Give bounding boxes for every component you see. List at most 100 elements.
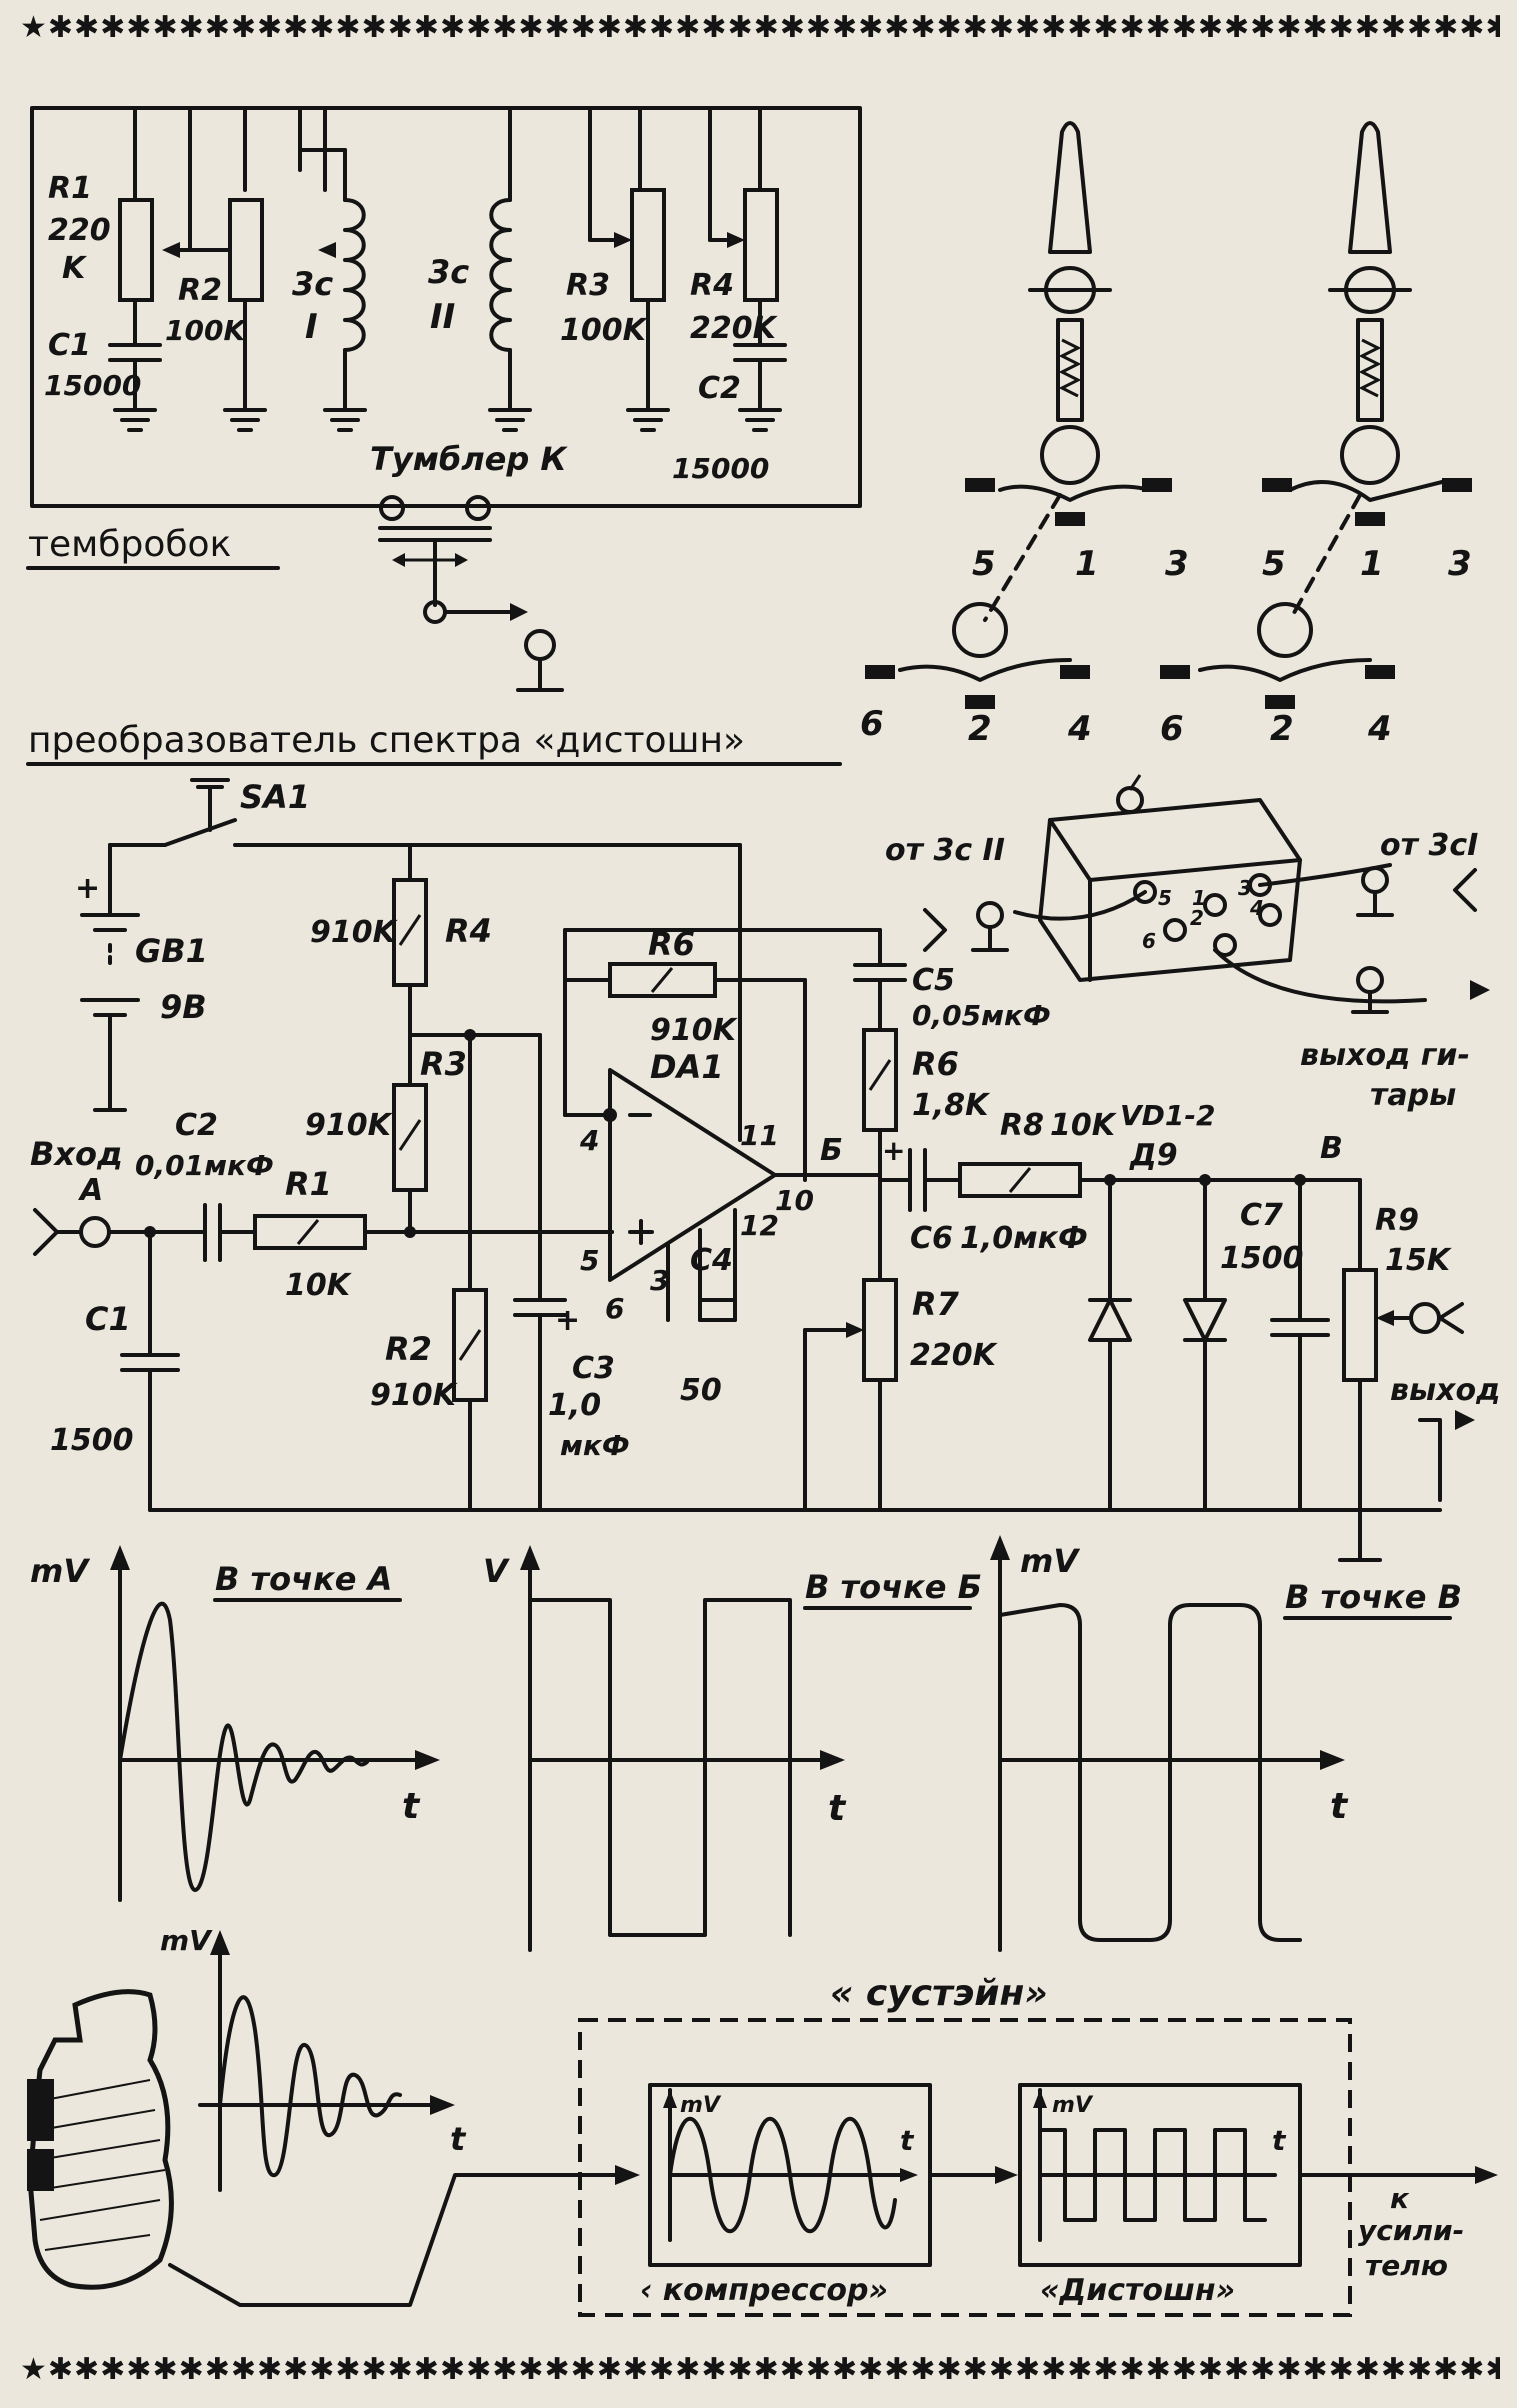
distortion-t: t xyxy=(1272,2124,1287,2157)
dist-c6: C6 xyxy=(910,1221,953,1256)
guitar-icon xyxy=(27,1989,174,2290)
guitar-waveform-axis: mV xyxy=(160,1924,213,1957)
waveform-v-t: t xyxy=(1330,1786,1349,1827)
waveform-v-trace xyxy=(998,1603,1302,1942)
sustain-box xyxy=(578,2018,1352,2317)
toggle-a-pin-2: 2 xyxy=(968,709,992,749)
compressor-t: t xyxy=(900,2124,915,2157)
dist-c3-val2: мкФ xyxy=(560,1429,630,1462)
dist-r1 xyxy=(253,1214,367,1250)
tb-r2 xyxy=(228,198,264,302)
dist-c6-val: 1,0мкФ xyxy=(960,1221,1088,1256)
tb-pickup1-coil xyxy=(343,198,366,352)
waveform-b-axis: V xyxy=(483,1552,510,1590)
dist-input: Вход xyxy=(30,1135,123,1173)
dist-c5-val: 0,05мкФ xyxy=(912,999,1051,1032)
waveform-b-trace xyxy=(528,1598,792,1937)
toggle-a-pin-1: 1 xyxy=(1075,544,1099,584)
dist-input-pt: А xyxy=(78,1173,103,1208)
dist-pt-b: Б xyxy=(820,1133,843,1168)
dist-r9-val: 15K xyxy=(1385,1243,1453,1278)
tb-r1 xyxy=(118,198,154,302)
tb-r1-val1: 220 xyxy=(48,213,111,248)
waveform-a-trace xyxy=(118,1601,369,1892)
distortion-waveform xyxy=(1038,2128,1267,2222)
dist-r6-val: 910K xyxy=(650,1013,739,1048)
dist-r6b-val: 1,8K xyxy=(912,1088,991,1123)
distortion-label: «Дистошн» xyxy=(1040,2273,1235,2308)
tb-r4-label: R4 xyxy=(690,268,734,303)
dist-gb1: GB1 xyxy=(135,932,208,970)
tb-r3-val: 100K xyxy=(560,313,649,348)
dist-sw-pin-5: 5 xyxy=(1158,886,1172,910)
dist-from-pickup1: от 3сI xyxy=(1380,828,1478,863)
dist-sw-pin-4: 4 xyxy=(1249,896,1264,920)
waveform-a xyxy=(110,1545,440,1902)
dist-pt-v: В xyxy=(1320,1131,1343,1166)
dist-vd-type: Д9 xyxy=(1129,1138,1178,1173)
dist-r1: R1 xyxy=(285,1165,332,1203)
compressor-label: ‹ компрессор» xyxy=(640,2273,888,2308)
dist-diode-2 xyxy=(1183,1298,1227,1342)
toggle-a-pin-5: 5 xyxy=(972,544,996,584)
tb-ground-5 xyxy=(626,408,670,432)
dist-r7: R7 xyxy=(912,1285,960,1323)
tone-block: R1 220 K C1 15000 R2 100K 3c I 3c II R3 … xyxy=(30,106,862,692)
dist-c4: C4 xyxy=(690,1243,733,1278)
waveform-v xyxy=(990,1535,1345,1952)
waveform-v-axis: mV xyxy=(1020,1542,1080,1580)
dist-r8: R8 xyxy=(1000,1108,1044,1143)
dist-pin6: 6 xyxy=(605,1292,624,1325)
waveform-a-axis: mV xyxy=(30,1552,90,1590)
dist-gb1-val: 9B xyxy=(160,988,207,1026)
tb-output-jack xyxy=(524,629,556,661)
tb-r4-val: 220K xyxy=(690,311,779,346)
toggle-a-pin-4: 4 xyxy=(1067,709,1092,749)
tb-pickup2-coil xyxy=(489,198,512,352)
guitar-body-hatch xyxy=(27,2079,166,2251)
bottom-star-text: ★✱✱✱✱✱✱✱✱✱✱✱✱✱✱✱✱✱✱✱✱✱✱✱✱✱✱✱✱✱✱✱✱✱✱✱✱✱✱✱… xyxy=(20,2352,1500,2387)
dist-r3-label: R3 xyxy=(420,1045,467,1083)
tb-switch-label: Тумблер К xyxy=(370,440,568,478)
toggle-b-pin-4: 4 xyxy=(1367,709,1392,749)
tb-r2-label: R2 xyxy=(178,273,222,308)
tb-r1-label: R1 xyxy=(48,171,92,206)
dist-pin10: 10 xyxy=(775,1184,814,1217)
waveform-b xyxy=(520,1545,845,1952)
dist-input-jack xyxy=(33,1208,59,1256)
tb-pickup1-num: I xyxy=(305,307,318,347)
tb-c1-label: C1 xyxy=(48,328,91,363)
toggle-b-pin-6: 6 xyxy=(1160,709,1184,749)
dist-r2: R2 xyxy=(385,1330,432,1368)
waveform-b-label: В точке Б xyxy=(805,1568,982,1606)
tb-r1-val2: K xyxy=(62,251,88,286)
tb-ground-6 xyxy=(738,408,782,432)
dist-sw-pin-1: 1 xyxy=(1192,886,1206,910)
tb-ground-4 xyxy=(488,408,532,432)
toggle-a-pin-3: 3 xyxy=(1165,544,1189,584)
compressor-waveform xyxy=(668,2116,897,2234)
dist-r6b: R6 xyxy=(912,1045,959,1083)
dist-sa1: SA1 xyxy=(240,778,310,816)
tb-ground-1 xyxy=(113,408,157,432)
dist-c7: C7 xyxy=(1240,1198,1283,1233)
tb-c2-label: C2 xyxy=(698,371,741,406)
to-amp-3: телю xyxy=(1365,2249,1448,2282)
dist-r4-label: R4 xyxy=(445,912,492,950)
tb-pickup2-num: II xyxy=(430,297,455,337)
dist-c3-val1: 1,0 xyxy=(548,1388,601,1423)
guitar-waveform-t: t xyxy=(450,2120,467,2158)
top-star-text: ★✱✱✱✱✱✱✱✱✱✱✱✱✱✱✱✱✱✱✱✱✱✱✱✱✱✱✱✱✱✱✱✱✱✱✱✱✱✱✱… xyxy=(20,10,1500,45)
toggle-b-pin-1: 1 xyxy=(1360,544,1384,584)
dist-opamp xyxy=(608,1068,777,1282)
dist-sw-pin-6: 6 xyxy=(1142,929,1156,953)
tb-r3-label: R3 xyxy=(566,268,610,303)
waveform-a-label: В точке А xyxy=(215,1560,392,1598)
dist-pin4: 4 xyxy=(579,1124,599,1157)
tone-block-title: тембробок xyxy=(28,524,231,565)
dist-pin12: 12 xyxy=(740,1209,779,1242)
dist-r9 xyxy=(1342,1268,1378,1382)
toggle-b-pin-3: 3 xyxy=(1448,544,1472,584)
dist-pin3: 3 xyxy=(650,1264,669,1297)
